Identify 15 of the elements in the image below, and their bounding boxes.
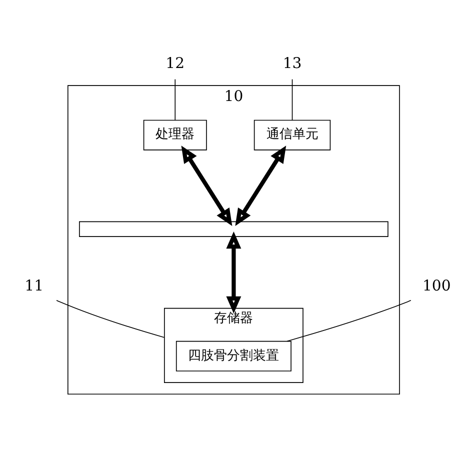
arrow [235,146,286,226]
node-box: 四肢骨分割装置 [176,340,292,372]
connector [286,300,412,342]
node-bar [79,221,388,237]
node-text: 100 [422,277,451,294]
arrow [226,232,242,314]
connector [56,300,165,338]
node-text: 13 [282,54,302,72]
node-box: 处理器 [143,120,207,150]
arrow [181,146,232,226]
connector [174,78,176,121]
node-box: 通信单元 [254,120,331,150]
connector [292,78,293,121]
node-text: 11 [24,277,44,294]
node-text: 12 [166,54,185,72]
